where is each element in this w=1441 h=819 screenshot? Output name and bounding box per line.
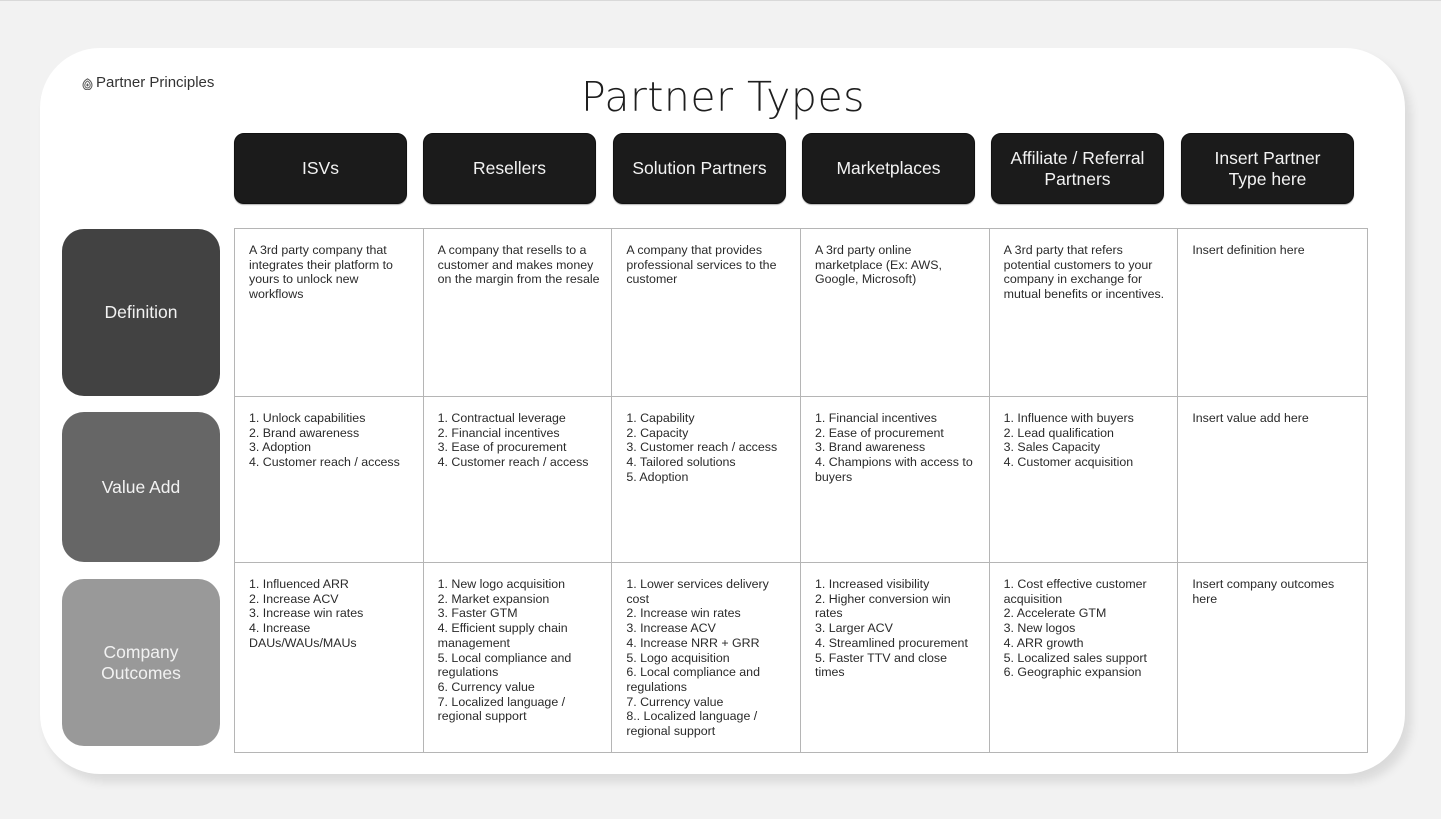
column-header-isvs: ISVs	[234, 133, 407, 204]
page-title: Partner Types	[580, 73, 866, 121]
table-cell-definition-isvs: A 3rd party company that integrates thei…	[235, 229, 424, 397]
table-cell-value-add-affiliate: 1. Influence with buyers 2. Lead qualifi…	[989, 397, 1179, 563]
table-cell-value-add-resellers: 1. Contractual leverage 2. Financial inc…	[423, 397, 613, 563]
table-cell-definition-affiliate: A 3rd party that refers potential custom…	[989, 229, 1179, 397]
column-header-resellers: Resellers	[423, 133, 596, 204]
table-cell-value-add-insert: Insert value add here	[1178, 397, 1367, 563]
table-cell-definition-resellers: A company that resells to a customer and…	[423, 229, 613, 397]
column-header-solution-partners: Solution Partners	[613, 133, 786, 204]
table-cell-definition-solution-partners: A company that provides professional ser…	[612, 229, 801, 397]
column-header-affiliate-referral: Affiliate / Referral Partners	[991, 133, 1164, 204]
table-cell-outcomes-solution-partners: 1. Lower services delivery cost 2. Incre…	[612, 563, 801, 752]
brand: Partner Principles	[82, 74, 214, 91]
table-cell-outcomes-resellers: 1. New logo acquisition 2. Market expans…	[424, 563, 613, 752]
table-cell-definition-insert: Insert definition here	[1178, 229, 1367, 397]
table-cell-value-add-solution-partners: 1. Capability 2. Capacity 3. Customer re…	[612, 397, 801, 563]
row-label-definition: Definition	[62, 229, 220, 396]
column-header-insert-partner-type: Insert Partner Type here	[1181, 133, 1354, 204]
table-cell-value-add-isvs: 1. Unlock capabilities 2. Brand awarenes…	[235, 397, 424, 563]
table-cell-definition-marketplaces: A 3rd party online marketplace (Ex: AWS,…	[801, 229, 990, 397]
row-label-company-outcomes: Company Outcomes	[62, 579, 220, 746]
table-cell-outcomes-isvs: 1. Influenced ARR 2. Increase ACV 3. Inc…	[235, 563, 424, 752]
table-cell-outcomes-marketplaces: 1. Increased visibility 2. Higher conver…	[801, 563, 990, 752]
table-cell-value-add-marketplaces: 1. Financial incentives 2. Ease of procu…	[801, 397, 990, 563]
table-cell-outcomes-affiliate: 1. Cost effective customer acquisition 2…	[990, 563, 1179, 752]
table-cell-outcomes-insert: Insert company outcomes here	[1192, 577, 1335, 606]
fingerprint-leaf-icon	[82, 77, 93, 90]
row-label-value-add: Value Add	[62, 412, 220, 562]
brand-name: Partner Principles	[96, 74, 215, 91]
partner-types-table: A 3rd party company that integrates thei…	[234, 228, 1368, 753]
column-header-marketplaces: Marketplaces	[802, 133, 975, 204]
